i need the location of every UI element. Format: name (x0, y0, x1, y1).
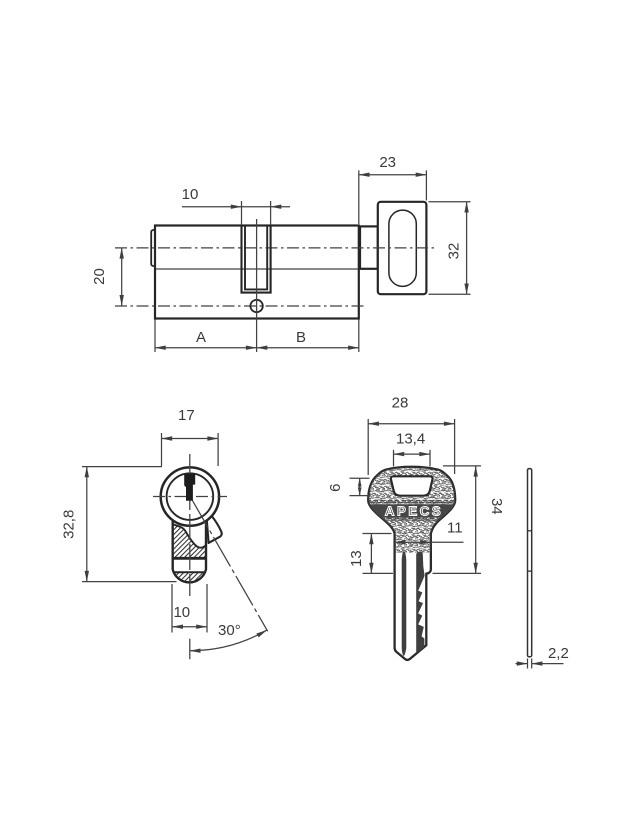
svg-text:10: 10 (182, 186, 199, 203)
svg-text:13: 13 (348, 550, 365, 567)
svg-text:23: 23 (379, 154, 396, 171)
svg-text:30°: 30° (218, 622, 241, 639)
svg-text:11: 11 (447, 520, 463, 537)
svg-text:32: 32 (446, 243, 463, 260)
svg-text:34: 34 (488, 498, 505, 515)
svg-text:17: 17 (178, 407, 195, 424)
svg-text:APECS: APECS (385, 503, 443, 518)
svg-text:20: 20 (91, 268, 108, 285)
svg-text:B: B (296, 329, 306, 346)
svg-text:A: A (196, 329, 206, 346)
svg-text:2,2: 2,2 (548, 645, 569, 662)
svg-text:32,8: 32,8 (61, 510, 78, 539)
svg-text:10: 10 (173, 604, 190, 621)
svg-text:13,4: 13,4 (396, 431, 425, 448)
svg-text:6: 6 (327, 484, 344, 492)
svg-text:28: 28 (392, 395, 409, 412)
